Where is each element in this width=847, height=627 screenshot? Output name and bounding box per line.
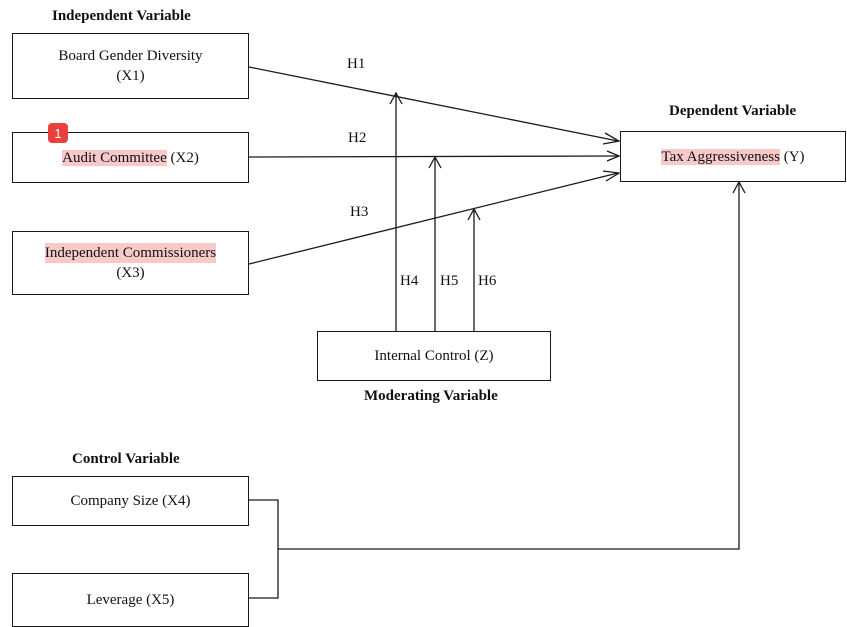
h2-arrow [248, 155, 619, 158]
box-y-highlight: Tax Aggressiveness [661, 148, 780, 165]
heading-independent-variable: Independent Variable [52, 8, 191, 24]
box-x3-code: (X3) [116, 265, 145, 281]
heading-control-variable: Control Variable [72, 451, 180, 467]
box-independent-commissioners: Independent Commissioners (X3) [12, 231, 249, 295]
control-arrow [278, 182, 740, 550]
h5-arrowhead [428, 155, 442, 169]
box-x4-label: Company Size (X4) [70, 493, 191, 509]
box-y-code: (Y) [779, 148, 805, 165]
box-company-size: Company Size (X4) [12, 476, 249, 526]
hypothesis-label-h5: H5 [440, 273, 459, 289]
heading-moderating-variable: Moderating Variable [364, 388, 498, 404]
hypothesis-label-h3: H3 [350, 204, 369, 220]
box-x2-highlight: Audit Committee [62, 149, 167, 166]
hypothesis-label-h2: H2 [348, 130, 367, 146]
box-x2-text: Audit Committee (X2) [62, 148, 199, 168]
box-x1-code: (X1) [116, 68, 145, 84]
h2-arrowhead [606, 150, 621, 162]
box-leverage: Leverage (X5) [12, 573, 249, 627]
h3-arrowhead [602, 170, 621, 182]
control-arrowhead [732, 180, 746, 194]
control-bracket [249, 499, 279, 599]
box-x5-label: Leverage (X5) [86, 592, 175, 608]
h1-arrow [248, 66, 619, 142]
h4-arrowhead [389, 91, 403, 105]
hypothesis-label-h4: H4 [400, 273, 419, 289]
box-x2-code: (X2) [166, 149, 199, 166]
annotation-badge: 1 [48, 123, 68, 143]
box-y-text: Tax Aggressiveness (Y) [661, 147, 805, 167]
box-x3-label: Independent Commissioners [44, 243, 217, 263]
hypothesis-label-h1: H1 [347, 56, 366, 72]
box-z-label: Internal Control (Z) [374, 348, 494, 364]
h6-arrowhead [467, 207, 481, 221]
box-board-gender-diversity: Board Gender Diversity (X1) [12, 33, 249, 99]
h1-arrowhead [602, 132, 621, 145]
box-x1-label: Board Gender Diversity [58, 48, 203, 64]
h3-arrow [248, 172, 619, 265]
hypothesis-label-h6: H6 [478, 273, 497, 289]
box-internal-control: Internal Control (Z) [317, 331, 551, 381]
heading-dependent-variable: Dependent Variable [669, 103, 797, 119]
box-tax-aggressiveness: Tax Aggressiveness (Y) [620, 131, 846, 182]
box-audit-committee: Audit Committee (X2) [12, 132, 249, 183]
